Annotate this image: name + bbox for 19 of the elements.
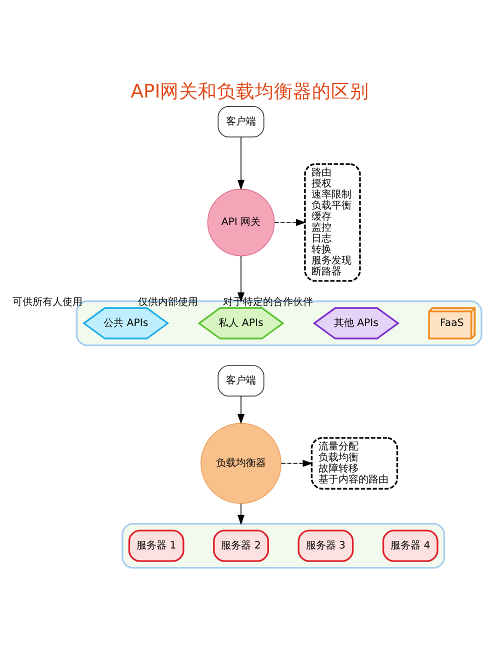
arrow [274, 218, 306, 226]
node-box: 服务器 3 [298, 529, 354, 562]
node-box: 客户端 [218, 106, 264, 137]
node-box: 服务器 1 [128, 529, 184, 562]
node-label: 可供所有人使用 [12, 296, 83, 308]
arrow [237, 502, 245, 525]
arrow [237, 395, 245, 424]
node-label: 仅供内部使用 [138, 296, 198, 308]
arrow [237, 136, 245, 190]
diagram-title: API网关和负载均衡器的区别 [130, 81, 370, 102]
node-box: 客户端 [218, 364, 264, 396]
node-circle: 负载均衡器 [200, 422, 282, 504]
cluster [122, 522, 446, 568]
node-box: 路由 授权 速率限制 负载平衡 缓存 监控 日志 转换 服务发现 断路器 [304, 162, 361, 282]
node-box: 服务器 4 [382, 529, 438, 562]
node-circle: API 网关 [207, 188, 275, 256]
node-box: 流量分配 负载均衡 故障转移 基于内容的路由 [310, 436, 398, 490]
node-box: 服务器 2 [213, 529, 269, 562]
arrow [280, 459, 313, 466]
